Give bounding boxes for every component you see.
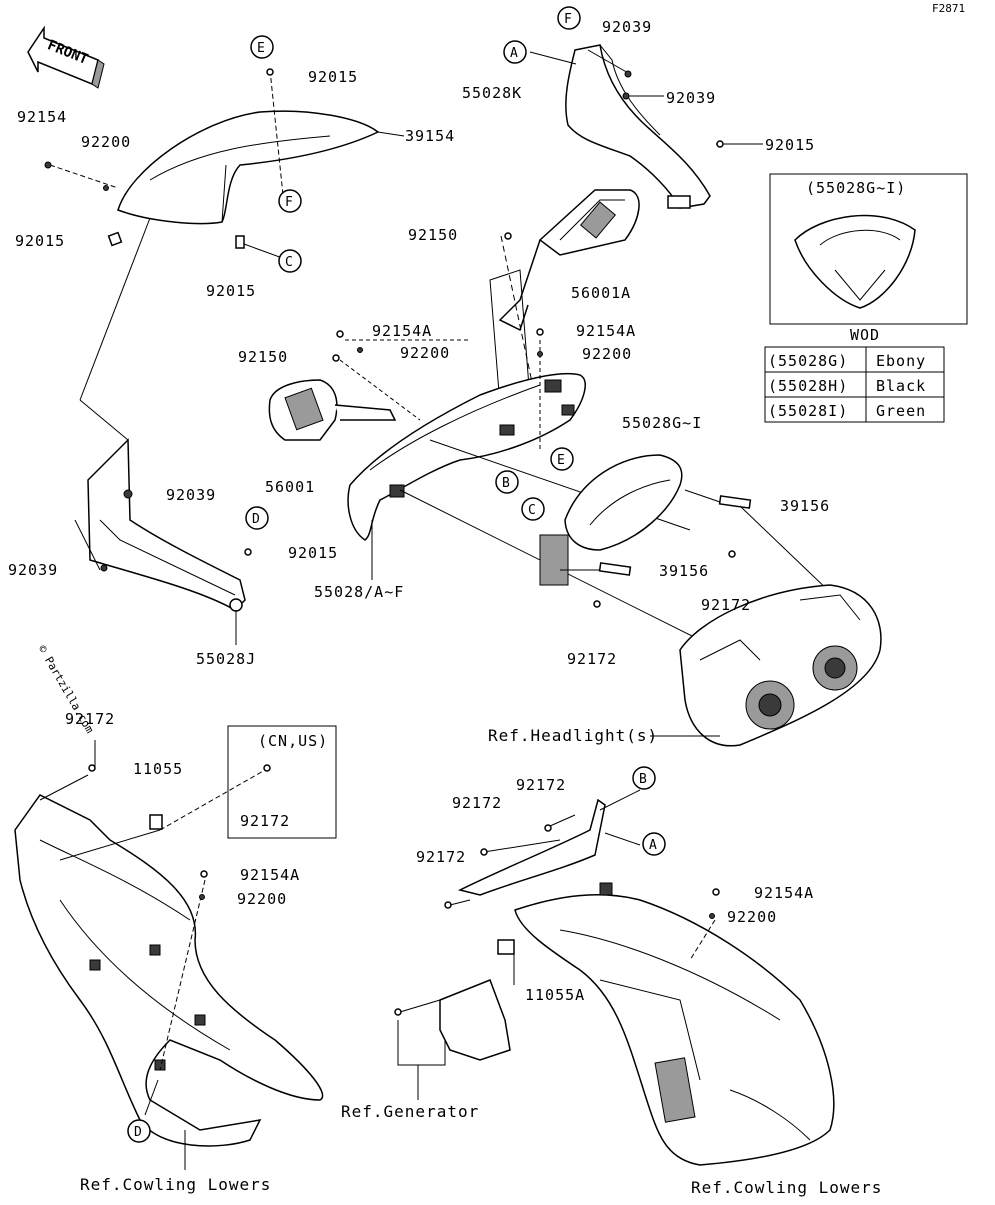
- part-label: 92172: [516, 776, 566, 794]
- callout-label: F: [564, 12, 572, 27]
- part-label: 92200: [582, 345, 632, 363]
- part-label: 92039: [602, 18, 652, 36]
- figure-code: F2871: [932, 2, 965, 15]
- part-label: 39156: [780, 497, 830, 515]
- color-code: (55028G): [768, 352, 848, 370]
- callout-label: D: [134, 1125, 142, 1140]
- part-label: 56001: [265, 478, 315, 496]
- color-name: Black: [876, 377, 926, 395]
- part-label: 92200: [727, 908, 777, 926]
- part-label: 92172: [416, 848, 466, 866]
- callout-label: A: [510, 46, 518, 61]
- color-name: Ebony: [876, 352, 926, 370]
- ref-cowling-lowers-right: Ref.Cowling Lowers: [691, 1178, 882, 1197]
- part-label: 39156: [659, 562, 709, 580]
- part-label: 92200: [400, 344, 450, 362]
- color-code: (55028I): [768, 402, 848, 420]
- part-label: 55028K: [462, 84, 522, 102]
- part-label: 55028G~I: [622, 414, 702, 432]
- part-label: 92172: [65, 710, 115, 728]
- part-label: 92200: [81, 133, 131, 151]
- callout-label: C: [528, 503, 536, 518]
- part-label: 92015: [308, 68, 358, 86]
- callout-label: B: [502, 476, 510, 491]
- part-label: 92015: [15, 232, 65, 250]
- callout-markers: E F C F A B E C D B A D: [127, 6, 666, 1143]
- part-label: 92154A: [372, 322, 432, 340]
- part-label: 55028/A~F: [314, 583, 404, 601]
- side-panel-55028J: [87, 438, 246, 612]
- generator-bracket: [439, 939, 515, 1061]
- callout-label: F: [285, 195, 293, 210]
- mirror-56001: [268, 379, 397, 441]
- region-label: (CN,US): [258, 732, 328, 750]
- part-label: 11055A: [525, 986, 585, 1004]
- part-label: 92154: [17, 108, 67, 126]
- upper-cowl-55028AF: [347, 372, 586, 541]
- ref-headlight: Ref.Headlight(s): [488, 726, 658, 745]
- ref-cowling-lowers-left: Ref.Cowling Lowers: [80, 1175, 271, 1194]
- variant-inset: [764, 173, 968, 423]
- callout-label: E: [257, 41, 265, 56]
- part-label: 92172: [240, 812, 290, 830]
- lower-right-cowl: [514, 894, 835, 1166]
- part-label: 92154A: [754, 884, 814, 902]
- part-label: 39154: [405, 127, 455, 145]
- part-label: 92154A: [576, 322, 636, 340]
- part-label: 55028J: [196, 650, 256, 668]
- inner-panel-55028K: [565, 44, 711, 209]
- front-arrow-icon: FRONT: [27, 25, 105, 89]
- part-label: 92039: [666, 89, 716, 107]
- callout-label: A: [649, 838, 657, 853]
- part-label: 92015: [206, 282, 256, 300]
- region-box: [227, 725, 337, 839]
- headlight-assembly: [679, 584, 882, 747]
- inset-title: (55028G~I): [806, 179, 906, 197]
- mirror-56001A: [498, 189, 640, 332]
- part-label: 92200: [237, 890, 287, 908]
- lower-left-cowl: [14, 794, 324, 1147]
- part-label: 92172: [701, 596, 751, 614]
- part-labels: 92015 39154 92154 92200 92015 92015 9203…: [8, 18, 830, 1004]
- fastener-markers: [44, 68, 736, 1016]
- part-label: 56001A: [571, 284, 631, 302]
- callout-label: E: [557, 453, 565, 468]
- part-label: 92172: [452, 794, 502, 812]
- callout-label: C: [285, 255, 293, 270]
- bracket-right: [457, 798, 613, 896]
- part-label: 92039: [166, 486, 216, 504]
- callout-label: D: [252, 512, 260, 527]
- part-label: 11055: [133, 760, 183, 778]
- part-label: 92015: [288, 544, 338, 562]
- part-label: 92172: [567, 650, 617, 668]
- part-label: 92150: [238, 348, 288, 366]
- color-name: Green: [876, 402, 926, 420]
- part-label: 92015: [765, 136, 815, 154]
- part-label: 92154A: [240, 866, 300, 884]
- windshield-39154: [117, 110, 380, 225]
- ref-generator: Ref.Generator: [341, 1102, 479, 1121]
- part-label: 92039: [8, 561, 58, 579]
- inset-caption: WOD: [850, 326, 880, 344]
- headlight-cover-55028GI: [539, 454, 683, 586]
- callout-label: B: [639, 772, 647, 787]
- part-label: 92150: [408, 226, 458, 244]
- color-code: (55028H): [768, 377, 848, 395]
